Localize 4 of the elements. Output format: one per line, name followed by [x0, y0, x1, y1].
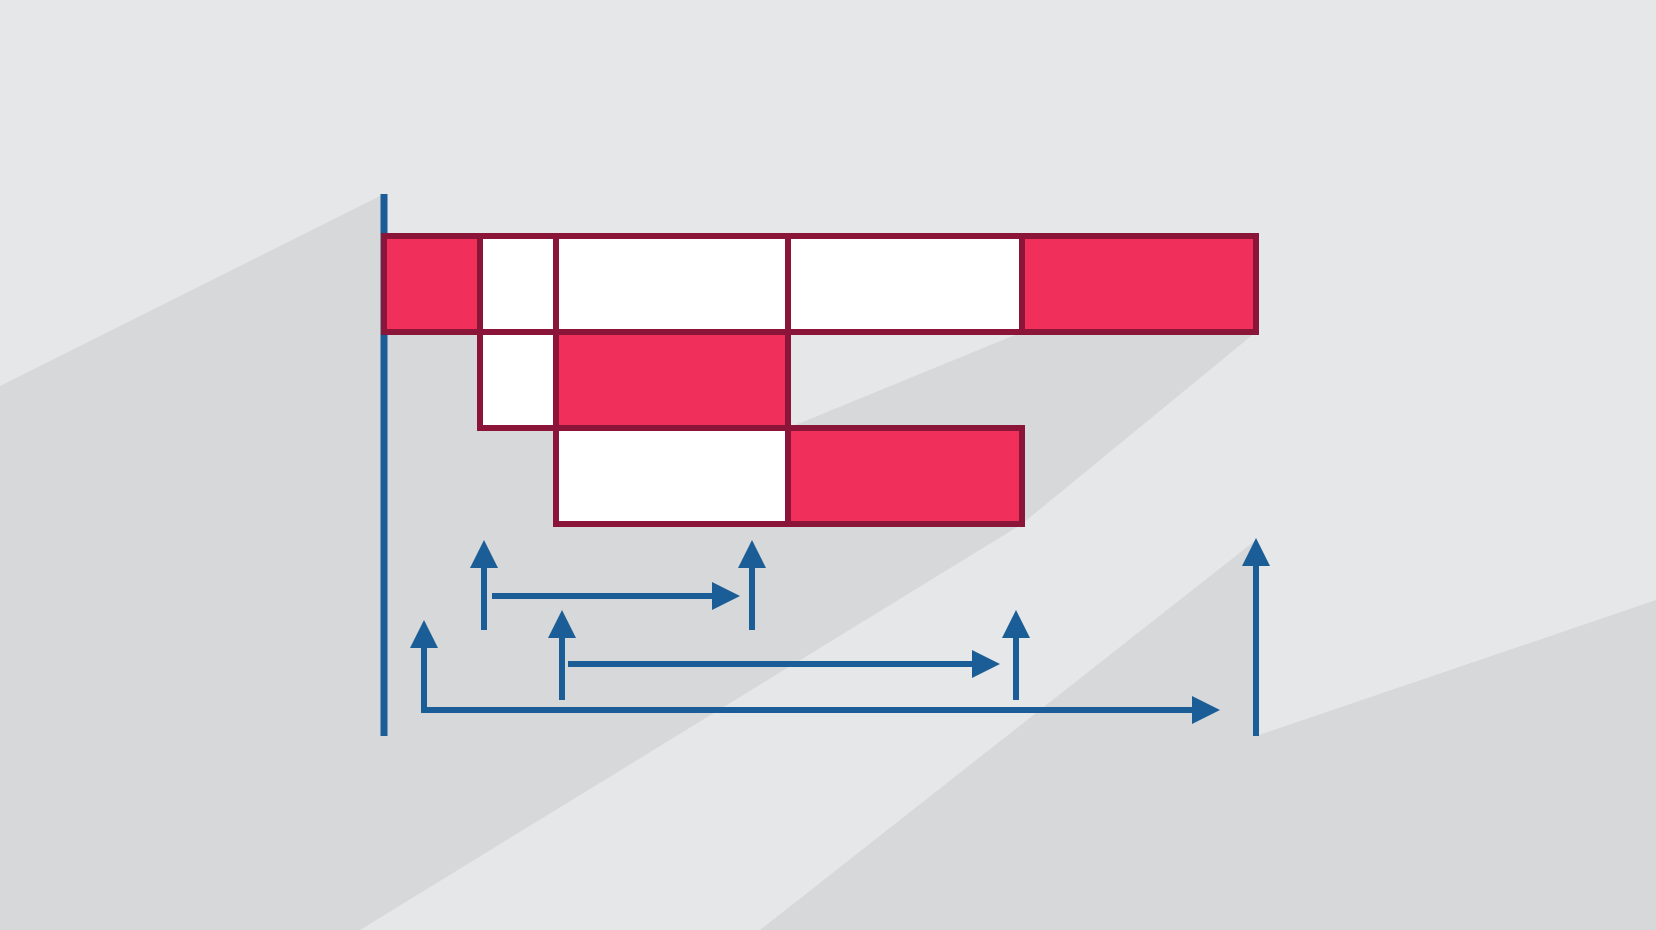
- task-bar: [553, 329, 791, 431]
- task-bar: [1019, 233, 1259, 335]
- task-bar: [381, 233, 483, 335]
- task-bar: [785, 425, 1025, 527]
